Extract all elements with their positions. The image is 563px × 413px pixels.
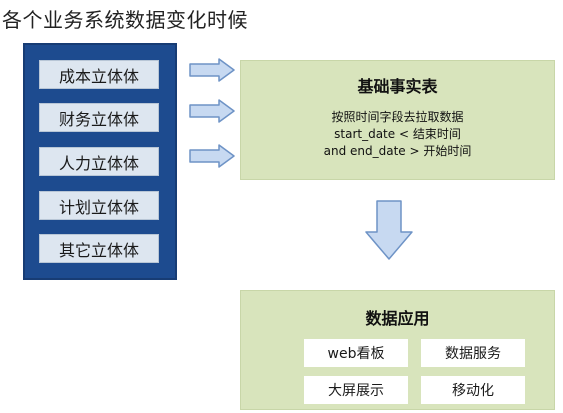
app-item-mobile: 移动化 [421,376,525,404]
fact-desc-line: and end_date > 开始时间 [323,144,472,158]
cube-panel: 成本立体体 财务立体体 人力立体体 计划立体体 其它立体体 [23,43,177,280]
app-item-data-service: 数据服务 [421,339,525,367]
right-arrow-icon [189,58,235,82]
cube-item-cost: 成本立体体 [39,60,159,89]
app-item-web-board: web看板 [304,339,408,367]
page-title: 各个业务系统数据变化时候 [2,8,248,32]
cube-item-hr: 人力立体体 [39,147,159,176]
fact-table-box: 基础事实表 按照时间字段去拉取数据 start_date < 结束时间 and … [240,60,555,180]
right-arrow-icon [189,99,235,123]
app-item-big-screen: 大屏展示 [304,376,408,404]
down-arrow-icon [365,200,413,260]
data-app-box: 数据应用 web看板 数据服务 大屏展示 移动化 [240,290,555,410]
cube-item-other: 其它立体体 [39,234,159,263]
fact-table-description: 按照时间字段去拉取数据 start_date < 结束时间 and end_da… [241,109,554,160]
data-app-title: 数据应用 [365,309,430,328]
fact-desc-line: start_date < 结束时间 [334,127,461,141]
fact-table-title: 基础事实表 [357,77,438,96]
right-arrow-icon [189,144,235,168]
fact-desc-line: 按照时间字段去拉取数据 [331,110,464,124]
cube-item-finance: 财务立体体 [39,103,159,132]
cube-item-plan: 计划立体体 [39,191,159,220]
